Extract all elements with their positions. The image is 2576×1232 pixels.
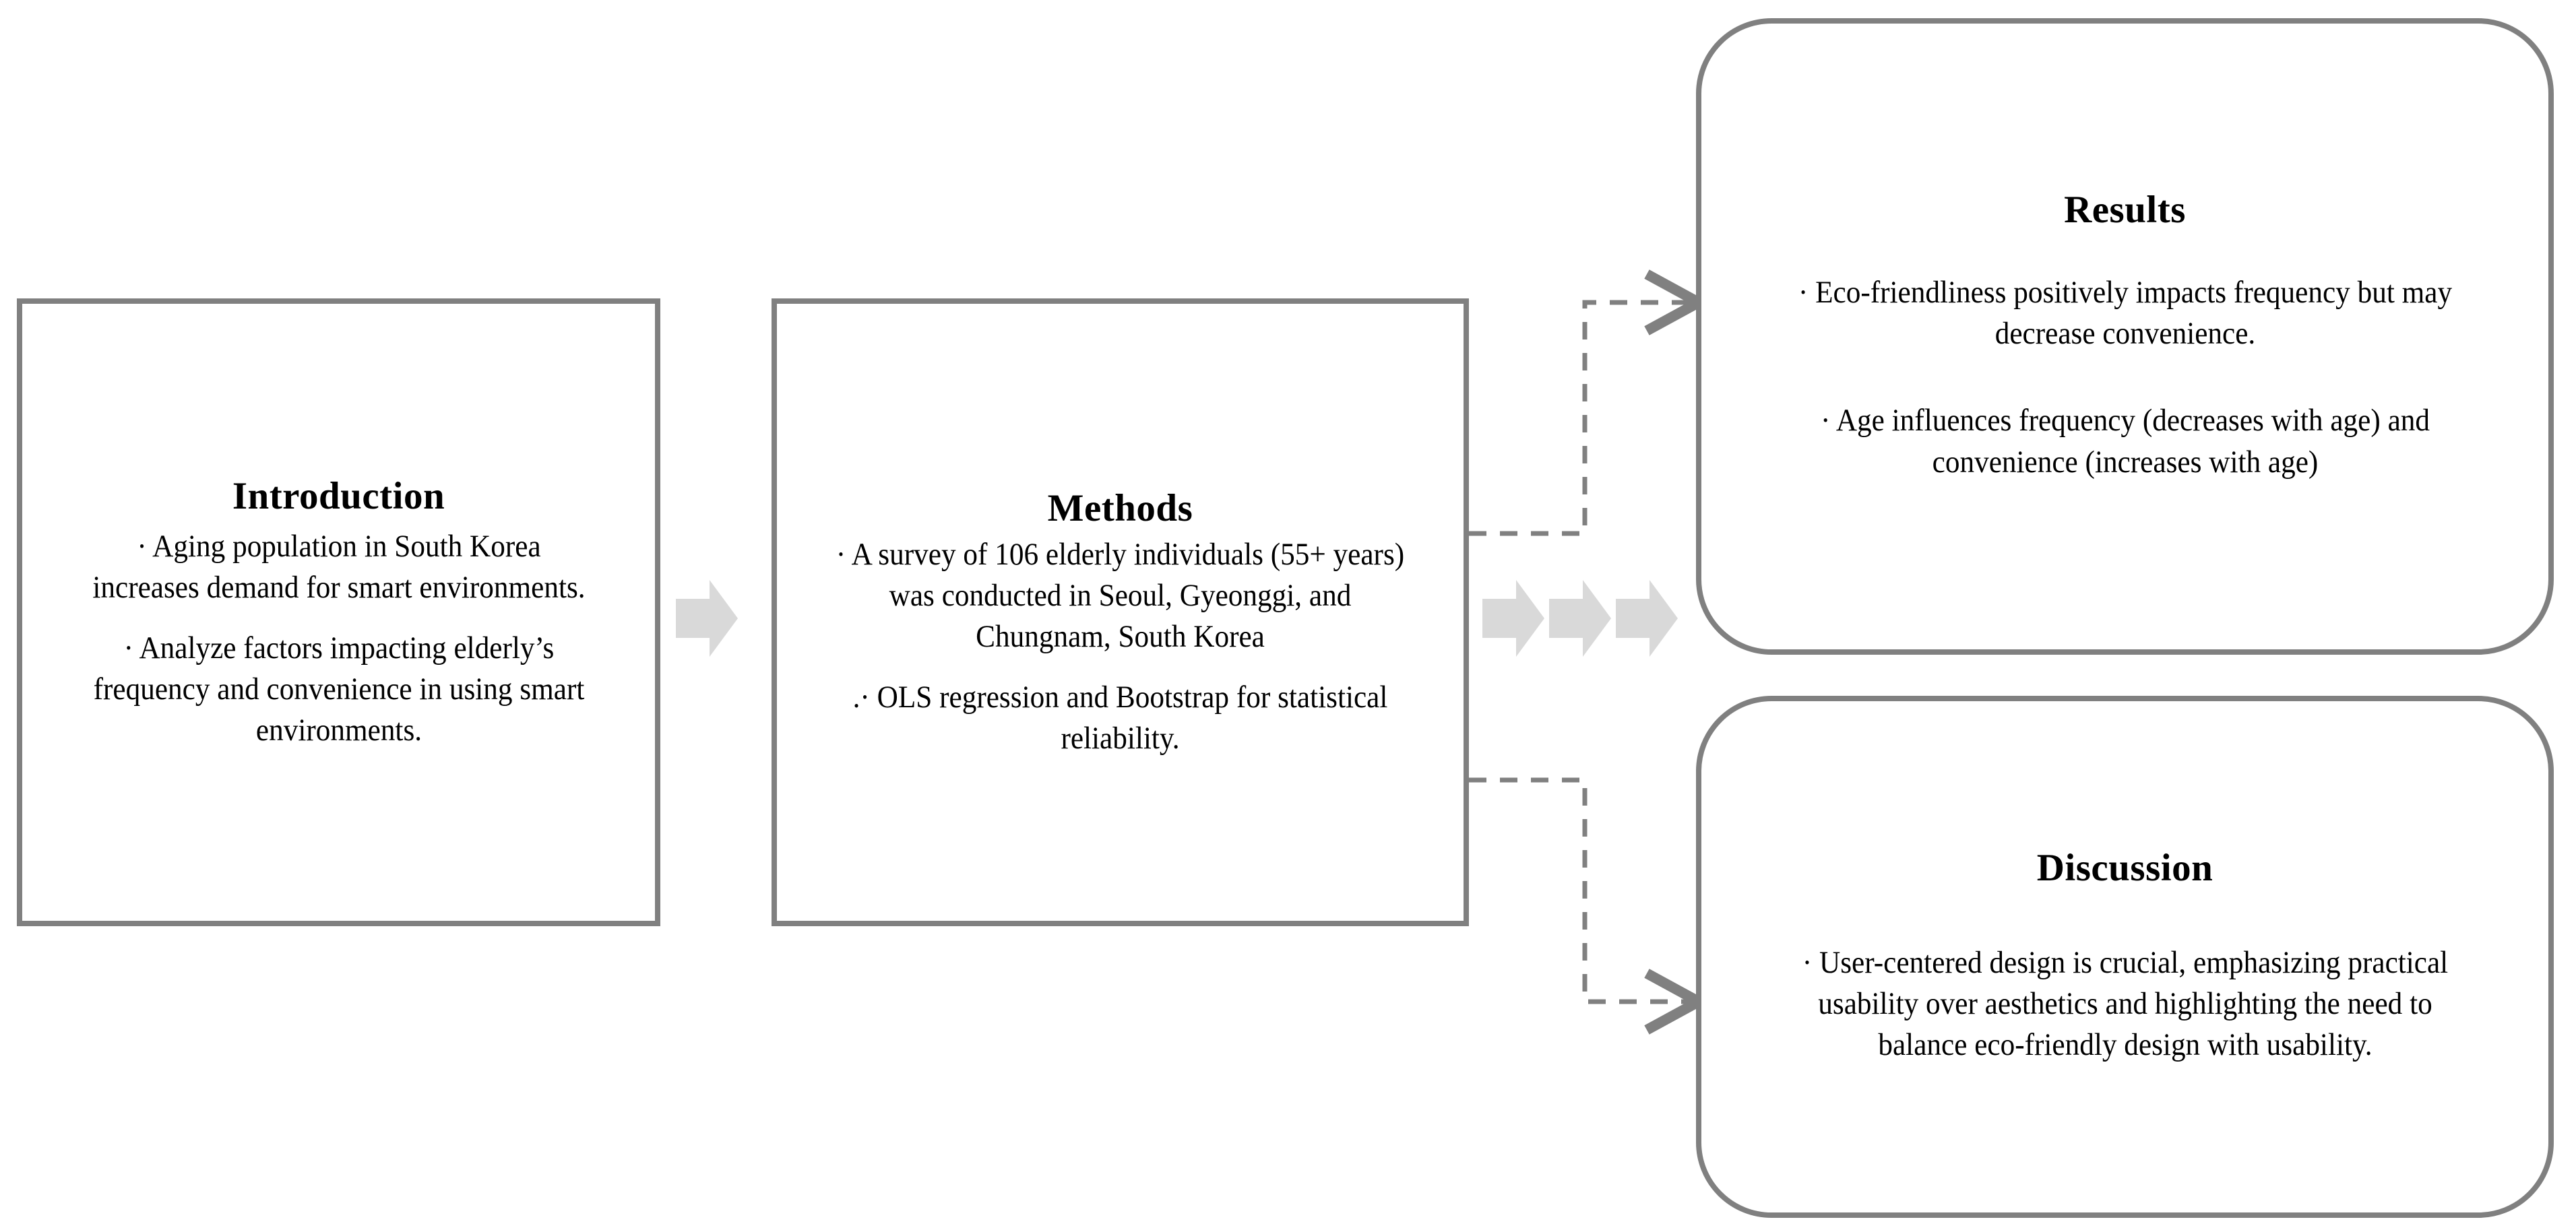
right-block-arrow-icon <box>676 580 738 657</box>
node-results-title: Results <box>2064 189 2186 232</box>
bullet-item: · User-centered design is crucial, empha… <box>1802 944 2448 1062</box>
node-discussion-title: Discussion <box>2036 846 2213 889</box>
bullet-item: · Aging population in South Korea increa… <box>92 528 586 605</box>
node-discussion-content: Discussion · User-centered design is cru… <box>1745 848 2506 1066</box>
node-methods-title: Methods <box>1047 486 1193 529</box>
right-block-arrow-icon <box>1482 580 1544 657</box>
node-introduction-body: · Aging population in South Korea increa… <box>91 526 587 752</box>
node-methods-content: Methods · A survey of 106 elderly indivi… <box>805 488 1435 759</box>
connector-methods-to-results <box>1469 302 1694 536</box>
connector-methods-to-discussion <box>1469 777 1694 1002</box>
bullet-item: · Age influences frequency (decreases wi… <box>1820 403 2430 480</box>
node-introduction[interactable]: Introduction · Aging population in South… <box>17 298 660 926</box>
node-methods-body: · A survey of 106 elderly individuals (5… <box>830 534 1410 760</box>
node-methods[interactable]: Methods · A survey of 106 elderly indivi… <box>772 298 1469 926</box>
right-block-arrow-icon <box>1616 580 1678 657</box>
node-results-body: · Eco-friendliness positively impacts fr… <box>1781 272 2469 483</box>
node-results[interactable]: Results · Eco-friendliness positively im… <box>1696 18 2554 655</box>
right-block-arrow-icon <box>1549 580 1611 657</box>
node-introduction-content: Introduction · Aging population in South… <box>69 476 608 751</box>
node-discussion-body: · User-centered design is crucial, empha… <box>1775 942 2476 1066</box>
bullet-item: · Eco-friendliness positively impacts fr… <box>1798 275 2452 352</box>
bullet-item: · A survey of 106 elderly individuals (5… <box>836 536 1405 654</box>
node-discussion[interactable]: Discussion · User-centered design is cru… <box>1696 696 2554 1218</box>
node-results-content: Results · Eco-friendliness positively im… <box>1751 190 2499 482</box>
bullet-item: .· OLS regression and Bootstrap for stat… <box>852 680 1388 756</box>
node-introduction-title: Introduction <box>232 474 445 517</box>
bullet-item: · Analyze factors impacting elderly’s fr… <box>93 630 584 748</box>
